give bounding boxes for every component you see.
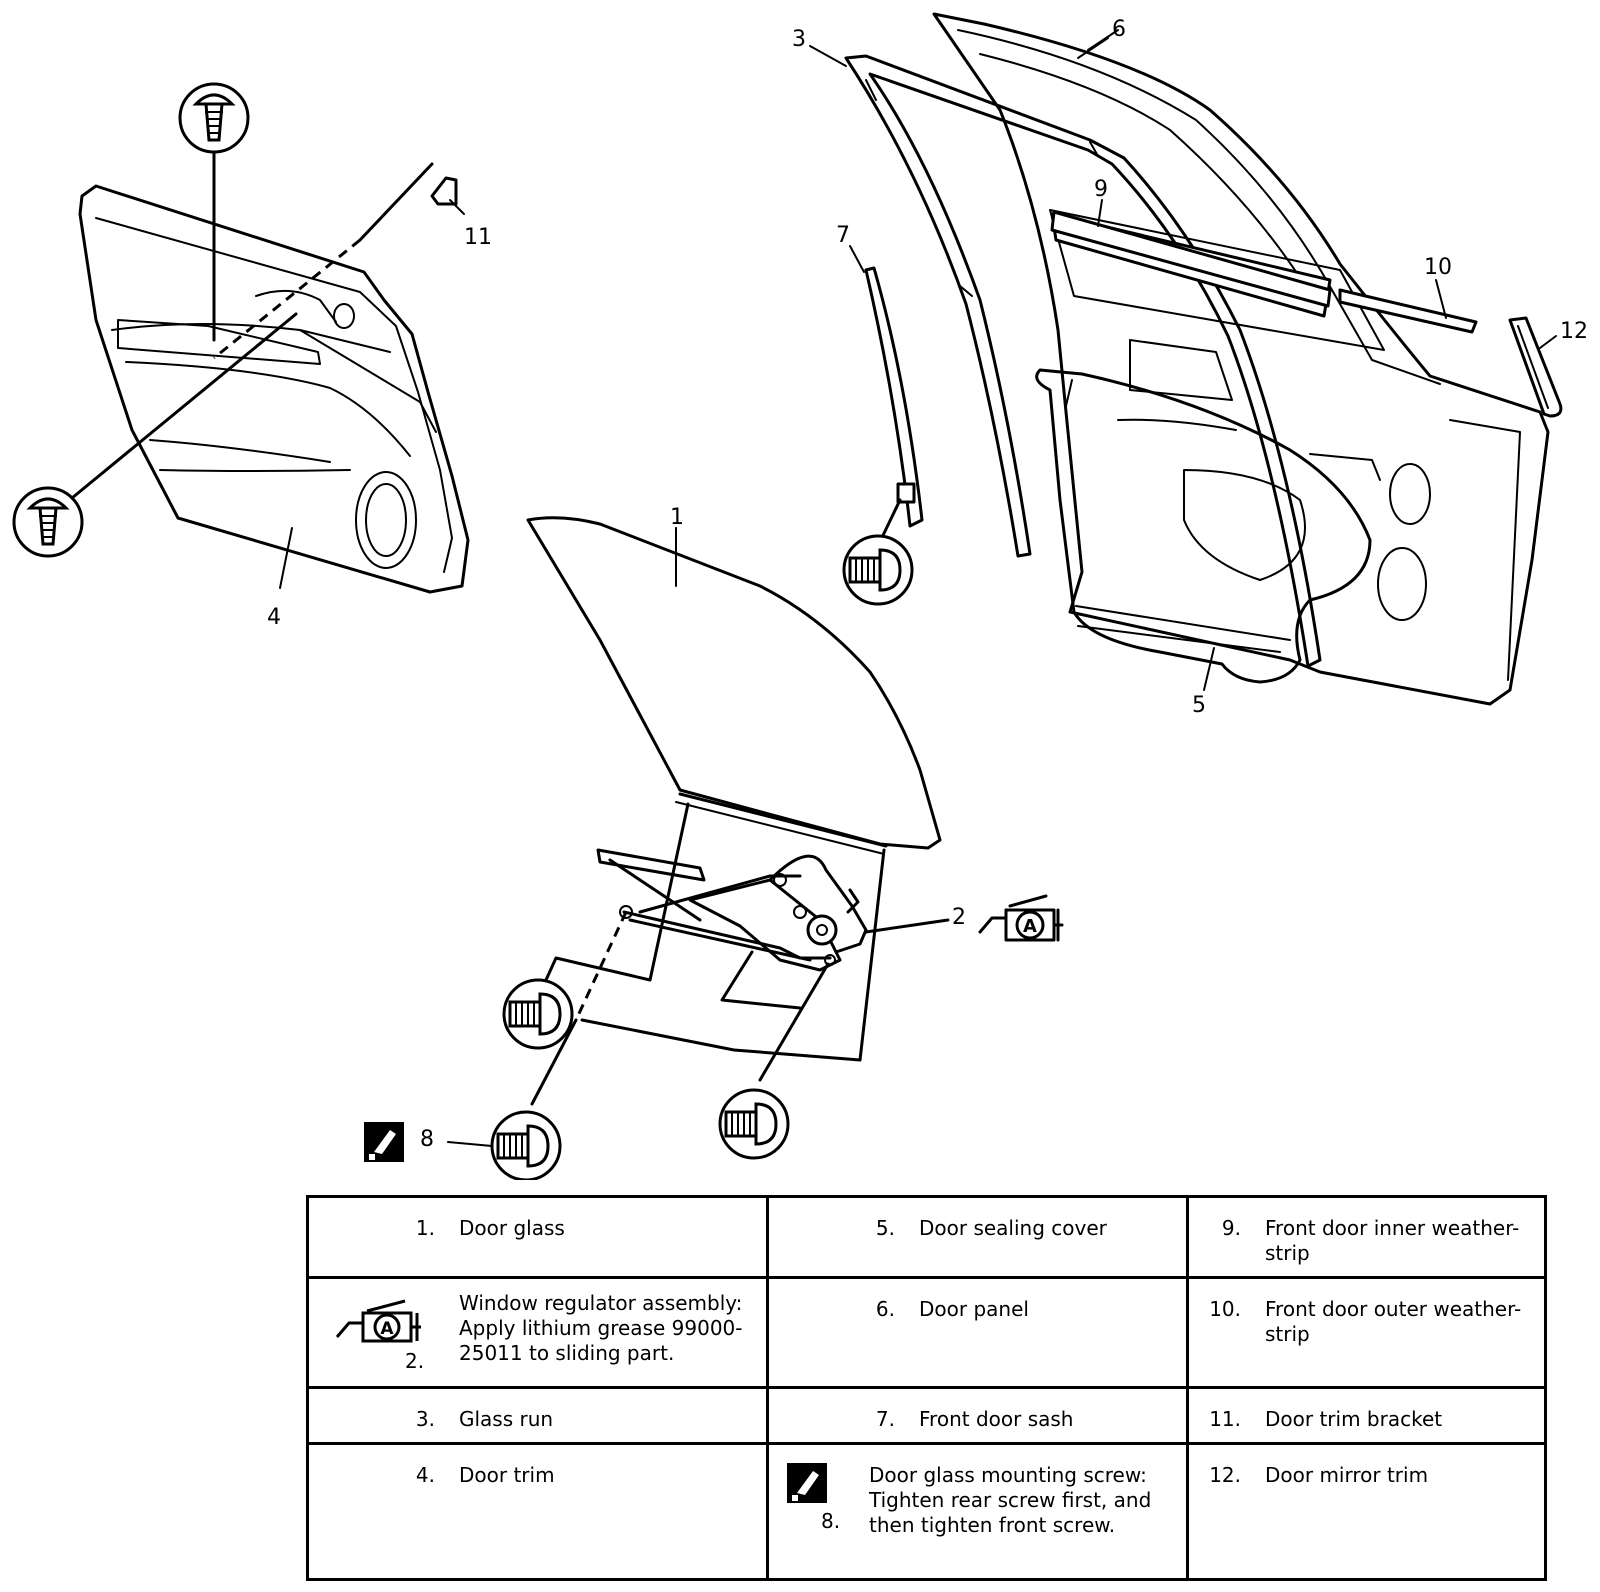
legend-item-glass-run: 3. Glass run — [309, 1389, 766, 1442]
svg-text:A: A — [380, 1319, 394, 1339]
callout-labels: 1 2 3 4 5 6 7 8 9 10 11 12 — [267, 17, 1588, 1152]
legend-item-inner-weather-strip: 9. Front door inner weather-strip — [1189, 1198, 1544, 1276]
callout-9: 9 — [1094, 177, 1108, 202]
door-glass — [526, 516, 942, 855]
legend-number: 7. — [875, 1407, 895, 1431]
legend-number: 6. — [875, 1297, 895, 1321]
door-trim-bracket — [213, 162, 465, 360]
callout-7: 7 — [836, 223, 850, 248]
legend-text: Window regulator assembly: Apply lithium… — [459, 1291, 743, 1365]
trim-clip-icon — [178, 82, 250, 342]
glass-run — [844, 54, 1322, 668]
legend-number: 10. — [1209, 1297, 1241, 1321]
legend-text: Door glass mounting screw: Tighten rear … — [869, 1463, 1152, 1537]
legend-text: Front door inner weather-strip — [1265, 1216, 1520, 1265]
exploded-door-diagram: A — [12, 12, 1588, 1180]
callout-10: 10 — [1424, 255, 1452, 280]
legend-number: 4. — [415, 1463, 435, 1487]
door-mirror-trim — [1508, 316, 1563, 418]
callout-4: 4 — [267, 605, 281, 630]
legend-number: 3. — [415, 1407, 435, 1431]
legend-item-door-trim: 4. Door trim — [309, 1445, 766, 1498]
window-regulator — [530, 802, 950, 1106]
bolt-icon — [842, 534, 914, 606]
legend-text: Glass run — [459, 1407, 554, 1431]
legend-item-window-regulator: A 2. Window regulator assembly: Apply li… — [309, 1279, 766, 1384]
legend-number: 1. — [415, 1216, 435, 1240]
trim-clip-icon — [12, 312, 298, 558]
legend-number: 2. — [405, 1349, 425, 1373]
callout-6: 6 — [1112, 17, 1126, 42]
callout-12: 12 — [1560, 319, 1588, 344]
callout-1: 1 — [670, 505, 684, 530]
legend-number: 11. — [1209, 1407, 1241, 1431]
legend-text: Door mirror trim — [1265, 1463, 1429, 1487]
parts-legend-table: 1. Door glass 5. Door sealing cover 9. F… — [306, 1195, 1547, 1581]
legend-text: Door trim — [459, 1463, 555, 1487]
front-door-inner-weather-strip — [1050, 210, 1332, 308]
legend-text: Front door sash — [919, 1407, 1074, 1431]
legend-item-door-panel: 6. Door panel — [769, 1279, 1186, 1332]
bolt-icon — [502, 978, 574, 1050]
legend-number: 12. — [1209, 1463, 1241, 1487]
door-sealing-cover — [1035, 368, 1372, 684]
legend-text: Door glass — [459, 1216, 565, 1240]
legend-number: 9. — [1221, 1216, 1241, 1240]
grease-application-icon: A — [335, 1297, 425, 1343]
front-door-outer-weather-strip — [1338, 288, 1478, 334]
front-door-sash — [864, 266, 924, 552]
bolt-icon — [447, 1110, 562, 1180]
legend-item-door-mirror-trim: 12. Door mirror trim — [1189, 1445, 1544, 1498]
door-trim — [78, 184, 470, 594]
legend-item-door-glass: 1. Door glass — [309, 1198, 766, 1251]
legend-item-front-door-sash: 7. Front door sash — [769, 1389, 1186, 1442]
legend-text: Door trim bracket — [1265, 1407, 1443, 1431]
bolt-icon — [718, 1088, 790, 1160]
leader-lines — [675, 37, 1557, 691]
legend-item-outer-weather-strip: 10. Front door outer weather-strip — [1189, 1279, 1544, 1357]
legend-text: Front door outer weather-strip — [1265, 1297, 1522, 1346]
tightening-order-icon — [364, 1122, 404, 1162]
legend-number: 8. — [821, 1509, 841, 1533]
legend-row: 4. Door trim 8. Door glass mounting scre… — [306, 1442, 1547, 1581]
grease-application-icon: A — [978, 894, 1064, 942]
callout-11: 11 — [464, 225, 492, 250]
svg-text:A: A — [1023, 916, 1037, 937]
legend-item-door-trim-bracket: 11. Door trim bracket — [1189, 1389, 1544, 1442]
legend-text: Door sealing cover — [919, 1216, 1107, 1240]
legend-number: 5. — [875, 1216, 895, 1240]
callout-8: 8 — [420, 1127, 434, 1152]
legend-row: 3. Glass run 7. Front door sash 11. Door… — [306, 1386, 1547, 1445]
legend-item-door-glass-mounting-screw: 8. Door glass mounting screw: Tighten re… — [769, 1445, 1186, 1548]
legend-text: Door panel — [919, 1297, 1029, 1321]
callout-3: 3 — [792, 27, 806, 52]
tightening-order-icon — [787, 1463, 827, 1503]
callout-2: 2 — [952, 905, 966, 930]
callout-5: 5 — [1192, 693, 1206, 718]
legend-row: A 2. Window regulator assembly: Apply li… — [306, 1276, 1547, 1389]
legend-item-door-sealing-cover: 5. Door sealing cover — [769, 1198, 1186, 1251]
legend-row: 1. Door glass 5. Door sealing cover 9. F… — [306, 1195, 1547, 1279]
